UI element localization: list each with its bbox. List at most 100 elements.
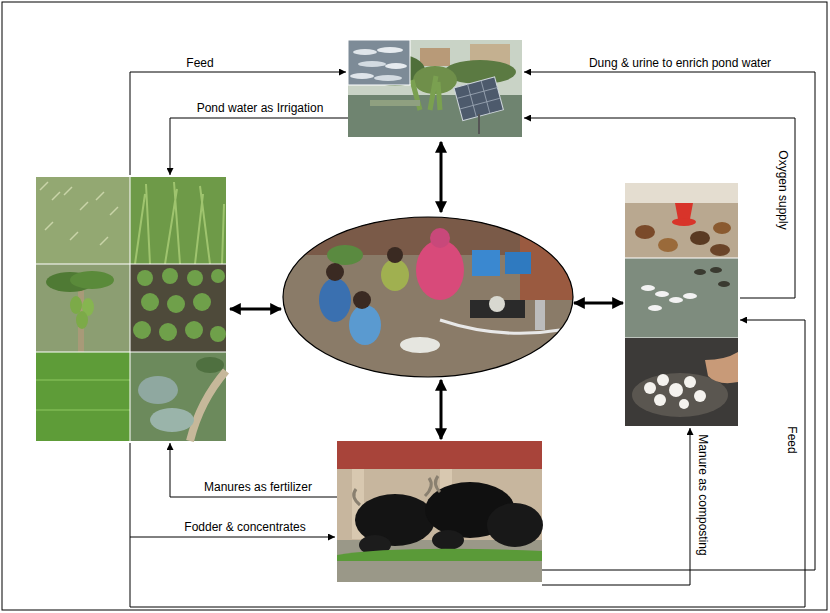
buffalo-photo-part [337, 441, 542, 582]
poultry-photo-part [625, 183, 738, 203]
ducks-photo-part-part [694, 269, 706, 275]
ducks-photo-part [641, 285, 697, 311]
crops-photo-part-part [133, 321, 151, 339]
mushroom-photo-part-part [669, 383, 683, 397]
pond-photo-part [420, 48, 450, 66]
crops-photo-part [133, 268, 226, 342]
double-arrow-part [440, 142, 443, 212]
family-photo-part-part [319, 278, 351, 322]
pond-photo [348, 40, 522, 137]
poultry-photo-part [713, 222, 731, 234]
mushroom-photo-part-part [657, 374, 669, 386]
flow-label: Oxygen supply [776, 148, 790, 231]
family-photo-part [283, 215, 575, 353]
ducks-photo [625, 258, 738, 338]
mushroom-photo-part-part [679, 399, 689, 409]
poultry-photo-part [625, 183, 738, 258]
flow-line-part [542, 428, 690, 585]
crops-photo-part [36, 177, 226, 441]
fish-photo-part [358, 61, 386, 67]
family-photo-part-part [472, 250, 500, 276]
crops-photo-part [196, 357, 224, 373]
crops-photo-part [76, 311, 88, 329]
crops-photo-part [130, 264, 226, 352]
flow-line-part [524, 118, 795, 298]
flow-label: Dung & urine to enrich pond water [587, 56, 773, 70]
family-photo-part-part [349, 305, 381, 345]
mushroom-photo-part-part [684, 376, 696, 388]
flow-label: Pond water as Irrigation [195, 101, 326, 115]
poultry-photo-part [710, 244, 730, 256]
mushroom-photo-part-part [654, 394, 666, 406]
fish-photo-part [385, 63, 407, 69]
fish-photo-part [350, 73, 374, 79]
buffalo-photo-part [354, 476, 440, 505]
family-photo-part-part [535, 300, 545, 330]
flow-line-part [170, 118, 348, 175]
crops-photo-part [70, 296, 82, 314]
poultry-photo-part [672, 218, 696, 226]
ducks-photo-part-part [648, 305, 662, 311]
poultry-photo-part [675, 203, 693, 219]
flow-line [130, 72, 815, 607]
flow-line-part [130, 72, 346, 175]
crops-photo-part-part [137, 270, 153, 286]
fish-photo-part [348, 40, 410, 85]
flow-label: Fodder & concentrates [182, 520, 307, 534]
family-photo-part-part [353, 291, 371, 309]
fish-photo-part [374, 75, 402, 81]
family-photo [283, 215, 575, 377]
crops-photo-part-part [185, 321, 203, 339]
family-photo-part-part [327, 245, 363, 265]
crops-photo-part-part [210, 326, 226, 342]
crops-photo-part [36, 380, 130, 410]
mushroom-photo-part [644, 374, 706, 409]
family-photo-part-part [440, 320, 560, 333]
ducks-photo-part [625, 258, 738, 338]
ducks-photo-part-part [641, 285, 655, 291]
flow-label: Manure as composting [696, 432, 710, 557]
double-arrow-part [440, 380, 443, 439]
crops-photo-part [36, 352, 130, 441]
buffalo-photo [337, 441, 543, 582]
fish-photo-part [377, 47, 403, 53]
crops-photo [36, 177, 226, 441]
buffalo-photo-part [432, 530, 464, 550]
family-photo-part-part [381, 259, 409, 291]
family-photo-part-part [400, 337, 440, 353]
family-photo-part-part [489, 296, 505, 312]
mushroom-photo-part-part [694, 390, 706, 402]
family-photo-part-part [505, 252, 531, 274]
pond-photo-part [348, 40, 522, 137]
double-arrow-part [230, 308, 281, 311]
poultry-photo [625, 183, 738, 258]
family-photo-part-part [430, 228, 450, 248]
crops-photo-part [135, 182, 224, 264]
crops-photo-part-part [211, 269, 225, 283]
crops-photo-part-part [167, 295, 185, 313]
ducks-photo-part [694, 267, 730, 287]
crops-photo-part-part [162, 268, 178, 284]
pond-photo-part [370, 100, 420, 106]
mushroom-photo-part [705, 352, 738, 383]
ducks-photo-part-part [710, 267, 722, 273]
buffalo-photo-part [487, 503, 543, 547]
poultry-photo-part [635, 225, 655, 239]
ducks-photo-part-part [669, 297, 683, 303]
crops-photo-part-part [141, 293, 159, 311]
flow-label: Feed [184, 56, 215, 70]
flow-line-part [170, 443, 337, 497]
double-arrow [230, 142, 623, 439]
crops-photo-part [150, 408, 194, 432]
family-photo-part-part [326, 263, 344, 281]
crops-photo-part [138, 376, 178, 404]
crops-photo-part-part [159, 323, 177, 341]
family-photo-part-part [416, 240, 464, 300]
flow-line-part [130, 320, 805, 607]
crops-photo-part [36, 264, 130, 352]
ducks-photo-part-part [718, 281, 730, 287]
crops-photo-part-part [187, 270, 203, 286]
